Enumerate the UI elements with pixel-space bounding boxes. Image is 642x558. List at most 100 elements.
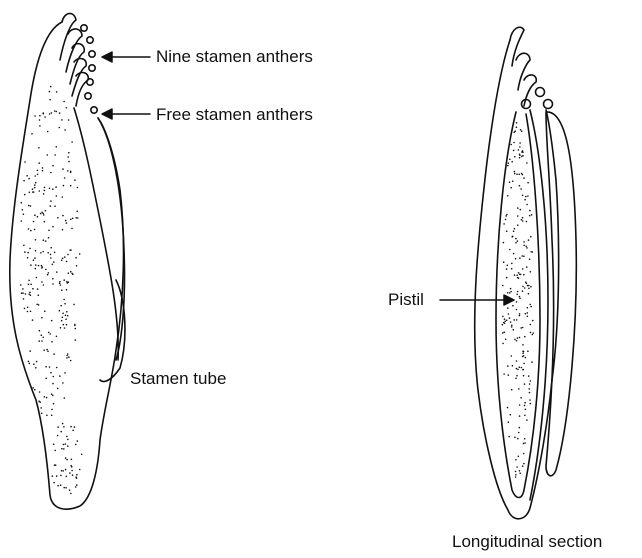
stipple-dot bbox=[43, 214, 45, 216]
stipple-dot bbox=[520, 129, 522, 131]
stipple-dot bbox=[76, 211, 78, 213]
stipple-dot bbox=[77, 217, 79, 219]
stipple-dot bbox=[531, 214, 533, 216]
stipple-dot bbox=[43, 239, 45, 241]
stipple-dot bbox=[57, 485, 59, 487]
stipple-dot bbox=[37, 170, 39, 172]
stipple-dot bbox=[517, 224, 519, 226]
stipple-dot bbox=[507, 407, 509, 409]
stipple-dot bbox=[77, 440, 79, 442]
stipple-dot bbox=[511, 268, 513, 270]
stipple-dot bbox=[515, 471, 517, 473]
stipple-dot bbox=[49, 333, 51, 335]
stipple-dot bbox=[520, 327, 522, 329]
stipple-dot bbox=[66, 324, 68, 326]
stipple-dot bbox=[68, 152, 70, 154]
stipple-dot bbox=[57, 426, 59, 428]
stipple-dot bbox=[42, 251, 44, 253]
annotation-arrows bbox=[102, 52, 514, 305]
stipple-dot bbox=[519, 404, 521, 406]
stipple-dot bbox=[25, 293, 27, 295]
stipple-dot bbox=[26, 175, 28, 177]
stipple-dot bbox=[38, 162, 40, 164]
stipple-dot bbox=[67, 156, 69, 158]
stipple-dot bbox=[522, 327, 524, 329]
stipple-dot bbox=[31, 133, 33, 135]
stipple-dot bbox=[516, 294, 518, 296]
stipple-dot bbox=[57, 217, 59, 219]
stipple-dot bbox=[517, 291, 519, 293]
stipple-dot bbox=[519, 337, 521, 339]
stipple-dot bbox=[521, 367, 523, 369]
stipple-dot bbox=[516, 274, 518, 276]
stipple-dot bbox=[529, 392, 531, 394]
stipple-dot bbox=[40, 252, 42, 254]
stipple-dot bbox=[512, 305, 514, 307]
stipple-dot bbox=[77, 187, 79, 189]
stipple-dot bbox=[36, 361, 38, 363]
stipple-dot bbox=[524, 287, 526, 289]
stipple-dot bbox=[72, 218, 74, 220]
stipple-dot bbox=[50, 86, 52, 88]
stipple-dot bbox=[35, 182, 37, 184]
stipple-dot bbox=[519, 157, 521, 159]
stipple-dot bbox=[512, 180, 514, 182]
stipple-dot bbox=[523, 241, 525, 243]
stipple-dot bbox=[54, 110, 56, 112]
stipple-dot bbox=[506, 320, 508, 322]
stipple-dot bbox=[60, 484, 62, 486]
stipple-dot bbox=[519, 146, 521, 148]
stipple-dot bbox=[22, 209, 24, 211]
stipple-dot bbox=[516, 309, 518, 311]
stipple-dot bbox=[65, 443, 67, 445]
stipple-dot bbox=[56, 146, 58, 148]
stipple-dot bbox=[53, 376, 55, 378]
stipple-dot bbox=[70, 493, 72, 495]
stipple-dot bbox=[51, 415, 53, 417]
stipple-dot bbox=[517, 369, 519, 371]
stipple-dot bbox=[27, 252, 29, 254]
label-longitudinal-section: Longitudinal section bbox=[452, 533, 602, 550]
stipple-dot bbox=[506, 214, 508, 216]
stipple-dot bbox=[52, 165, 54, 167]
stipple-dot bbox=[29, 192, 31, 194]
stipple-dot bbox=[27, 307, 29, 309]
stipple-dot bbox=[523, 274, 525, 276]
stipple-dot bbox=[46, 397, 48, 399]
stipple-dot bbox=[513, 319, 515, 321]
stipple-dot bbox=[523, 245, 525, 247]
stipple-dot bbox=[38, 294, 40, 296]
stipple-dot bbox=[21, 220, 23, 222]
stipple-dot bbox=[514, 339, 516, 341]
stipple-dot bbox=[67, 315, 69, 317]
stipple-dot bbox=[503, 322, 505, 324]
stipple-dot bbox=[508, 421, 510, 423]
stipple-dot bbox=[505, 219, 507, 221]
stipple-dot bbox=[50, 257, 52, 259]
stipple-dot bbox=[513, 230, 515, 232]
section-anther-bead bbox=[544, 100, 553, 109]
stipple-dot bbox=[47, 274, 49, 276]
stipple-dot bbox=[71, 459, 73, 461]
stipple-dot bbox=[53, 482, 55, 484]
stipple-dot bbox=[33, 363, 35, 365]
stipple-dot bbox=[509, 249, 511, 251]
stipple-dot bbox=[47, 351, 49, 353]
stipple-dot bbox=[76, 474, 78, 476]
stipple-dot bbox=[68, 272, 70, 274]
stipple-dot bbox=[28, 228, 30, 230]
stipple-dot bbox=[74, 179, 76, 181]
stipple-dot bbox=[52, 283, 54, 285]
stipple-dot bbox=[42, 167, 44, 169]
stipple-dot bbox=[56, 367, 58, 369]
stipple-dot bbox=[38, 304, 40, 306]
stipple-dot bbox=[64, 129, 66, 131]
stipple-dot bbox=[50, 247, 52, 249]
stipple-dot bbox=[515, 378, 517, 380]
stipple-dot bbox=[56, 91, 58, 93]
stipple-dot bbox=[29, 292, 31, 294]
stipple-dot bbox=[506, 230, 508, 232]
stipple-dot bbox=[28, 293, 30, 295]
stipple-dot bbox=[69, 472, 71, 474]
stipple-dot bbox=[24, 251, 26, 253]
